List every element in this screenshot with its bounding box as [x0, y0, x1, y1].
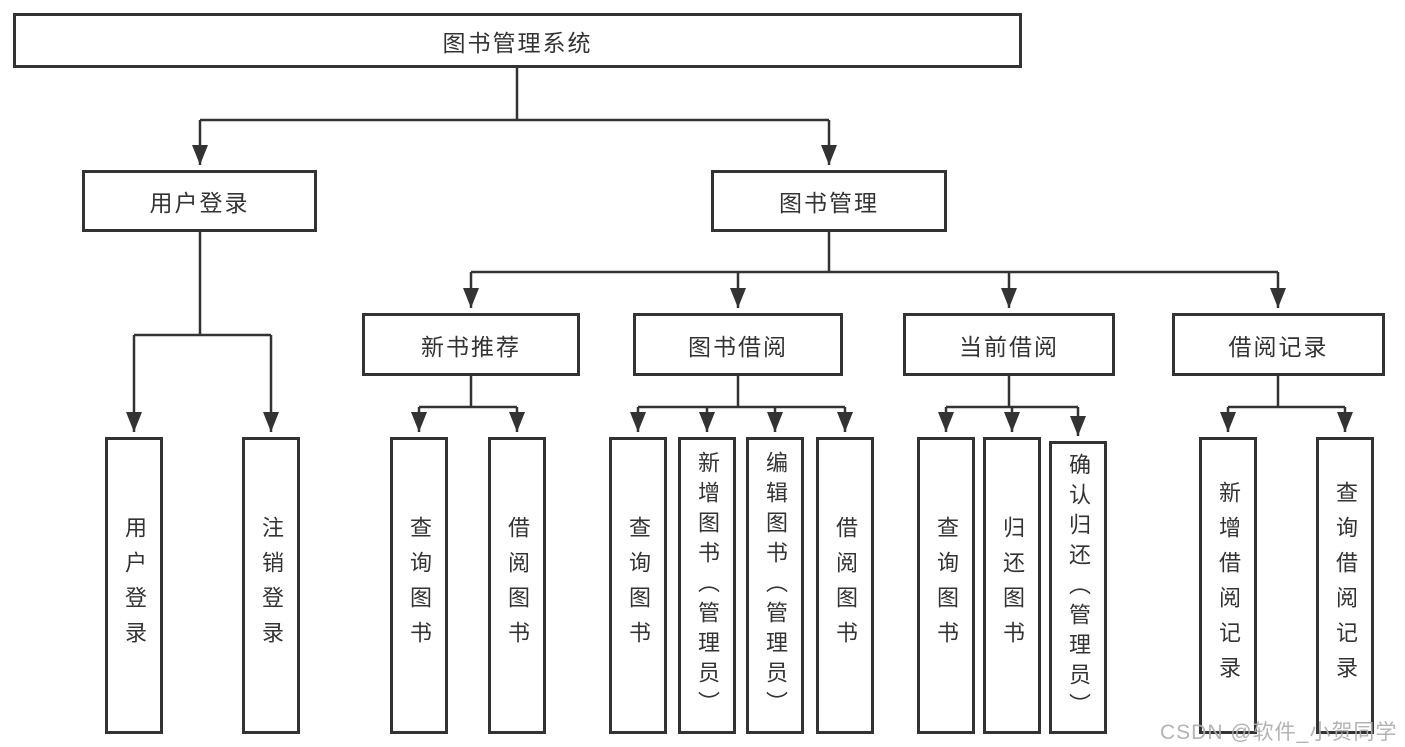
node-label: 查询图书	[626, 515, 651, 656]
node-new-book-recommend: 新书推荐	[362, 313, 580, 376]
node-label: 用户登录	[122, 515, 147, 656]
node-label: 借阅图书	[833, 515, 858, 656]
node-label: 用户登录	[149, 190, 250, 216]
leaf-borrow-books-recommend: 借阅图书	[488, 437, 546, 734]
leaf-confirm-return-admin: 确认归还（管理员）	[1049, 441, 1107, 734]
leaf-query-borrow-record: 查询借阅记录	[1316, 437, 1374, 734]
node-label: 注销登录	[259, 515, 284, 656]
node-current-borrow: 当前借阅	[903, 313, 1115, 376]
leaf-query-books-borrow: 查询图书	[609, 437, 667, 734]
leaf-add-borrow-record: 新增借阅记录	[1199, 437, 1257, 734]
leaf-query-books-recommend: 查询图书	[390, 437, 448, 734]
leaf-edit-book-admin: 编辑图书（管理员）	[746, 437, 804, 734]
node-label: 确认归还（管理员）	[1066, 452, 1091, 723]
node-label: 查询图书	[407, 515, 432, 656]
leaf-query-books-current: 查询图书	[917, 437, 975, 734]
watermark: CSDN @软件_小贺同学	[1160, 721, 1398, 744]
leaf-return-book: 归还图书	[983, 437, 1041, 734]
leaf-user-login: 用户登录	[105, 437, 163, 734]
leaf-logout: 注销登录	[242, 437, 300, 734]
node-user-login: 用户登录	[82, 170, 317, 232]
node-label: 新增借阅记录	[1216, 480, 1241, 691]
node-label: 查询借阅记录	[1333, 480, 1358, 691]
node-label: 图书管理	[779, 190, 879, 216]
node-book-management: 图书管理	[711, 170, 947, 232]
node-label: 查询图书	[934, 515, 959, 656]
node-label: 编辑图书（管理员）	[763, 450, 788, 721]
leaf-add-book-admin: 新增图书（管理员）	[678, 437, 736, 734]
node-label: 图书管理系统	[442, 29, 593, 56]
node-label: 新增图书（管理员）	[695, 450, 720, 721]
node-label: 借阅记录	[1228, 333, 1329, 360]
node-label: 归还图书	[1000, 515, 1025, 656]
node-label: 新书推荐	[421, 333, 521, 360]
node-book-borrow: 图书借阅	[633, 313, 843, 376]
node-borrow-records: 借阅记录	[1172, 313, 1385, 376]
node-label: 借阅图书	[505, 515, 530, 656]
node-library-system: 图书管理系统	[13, 13, 1022, 68]
node-label: 当前借阅	[959, 333, 1059, 360]
leaf-borrow-books: 借阅图书	[816, 437, 874, 734]
node-label: 图书借阅	[688, 333, 788, 360]
